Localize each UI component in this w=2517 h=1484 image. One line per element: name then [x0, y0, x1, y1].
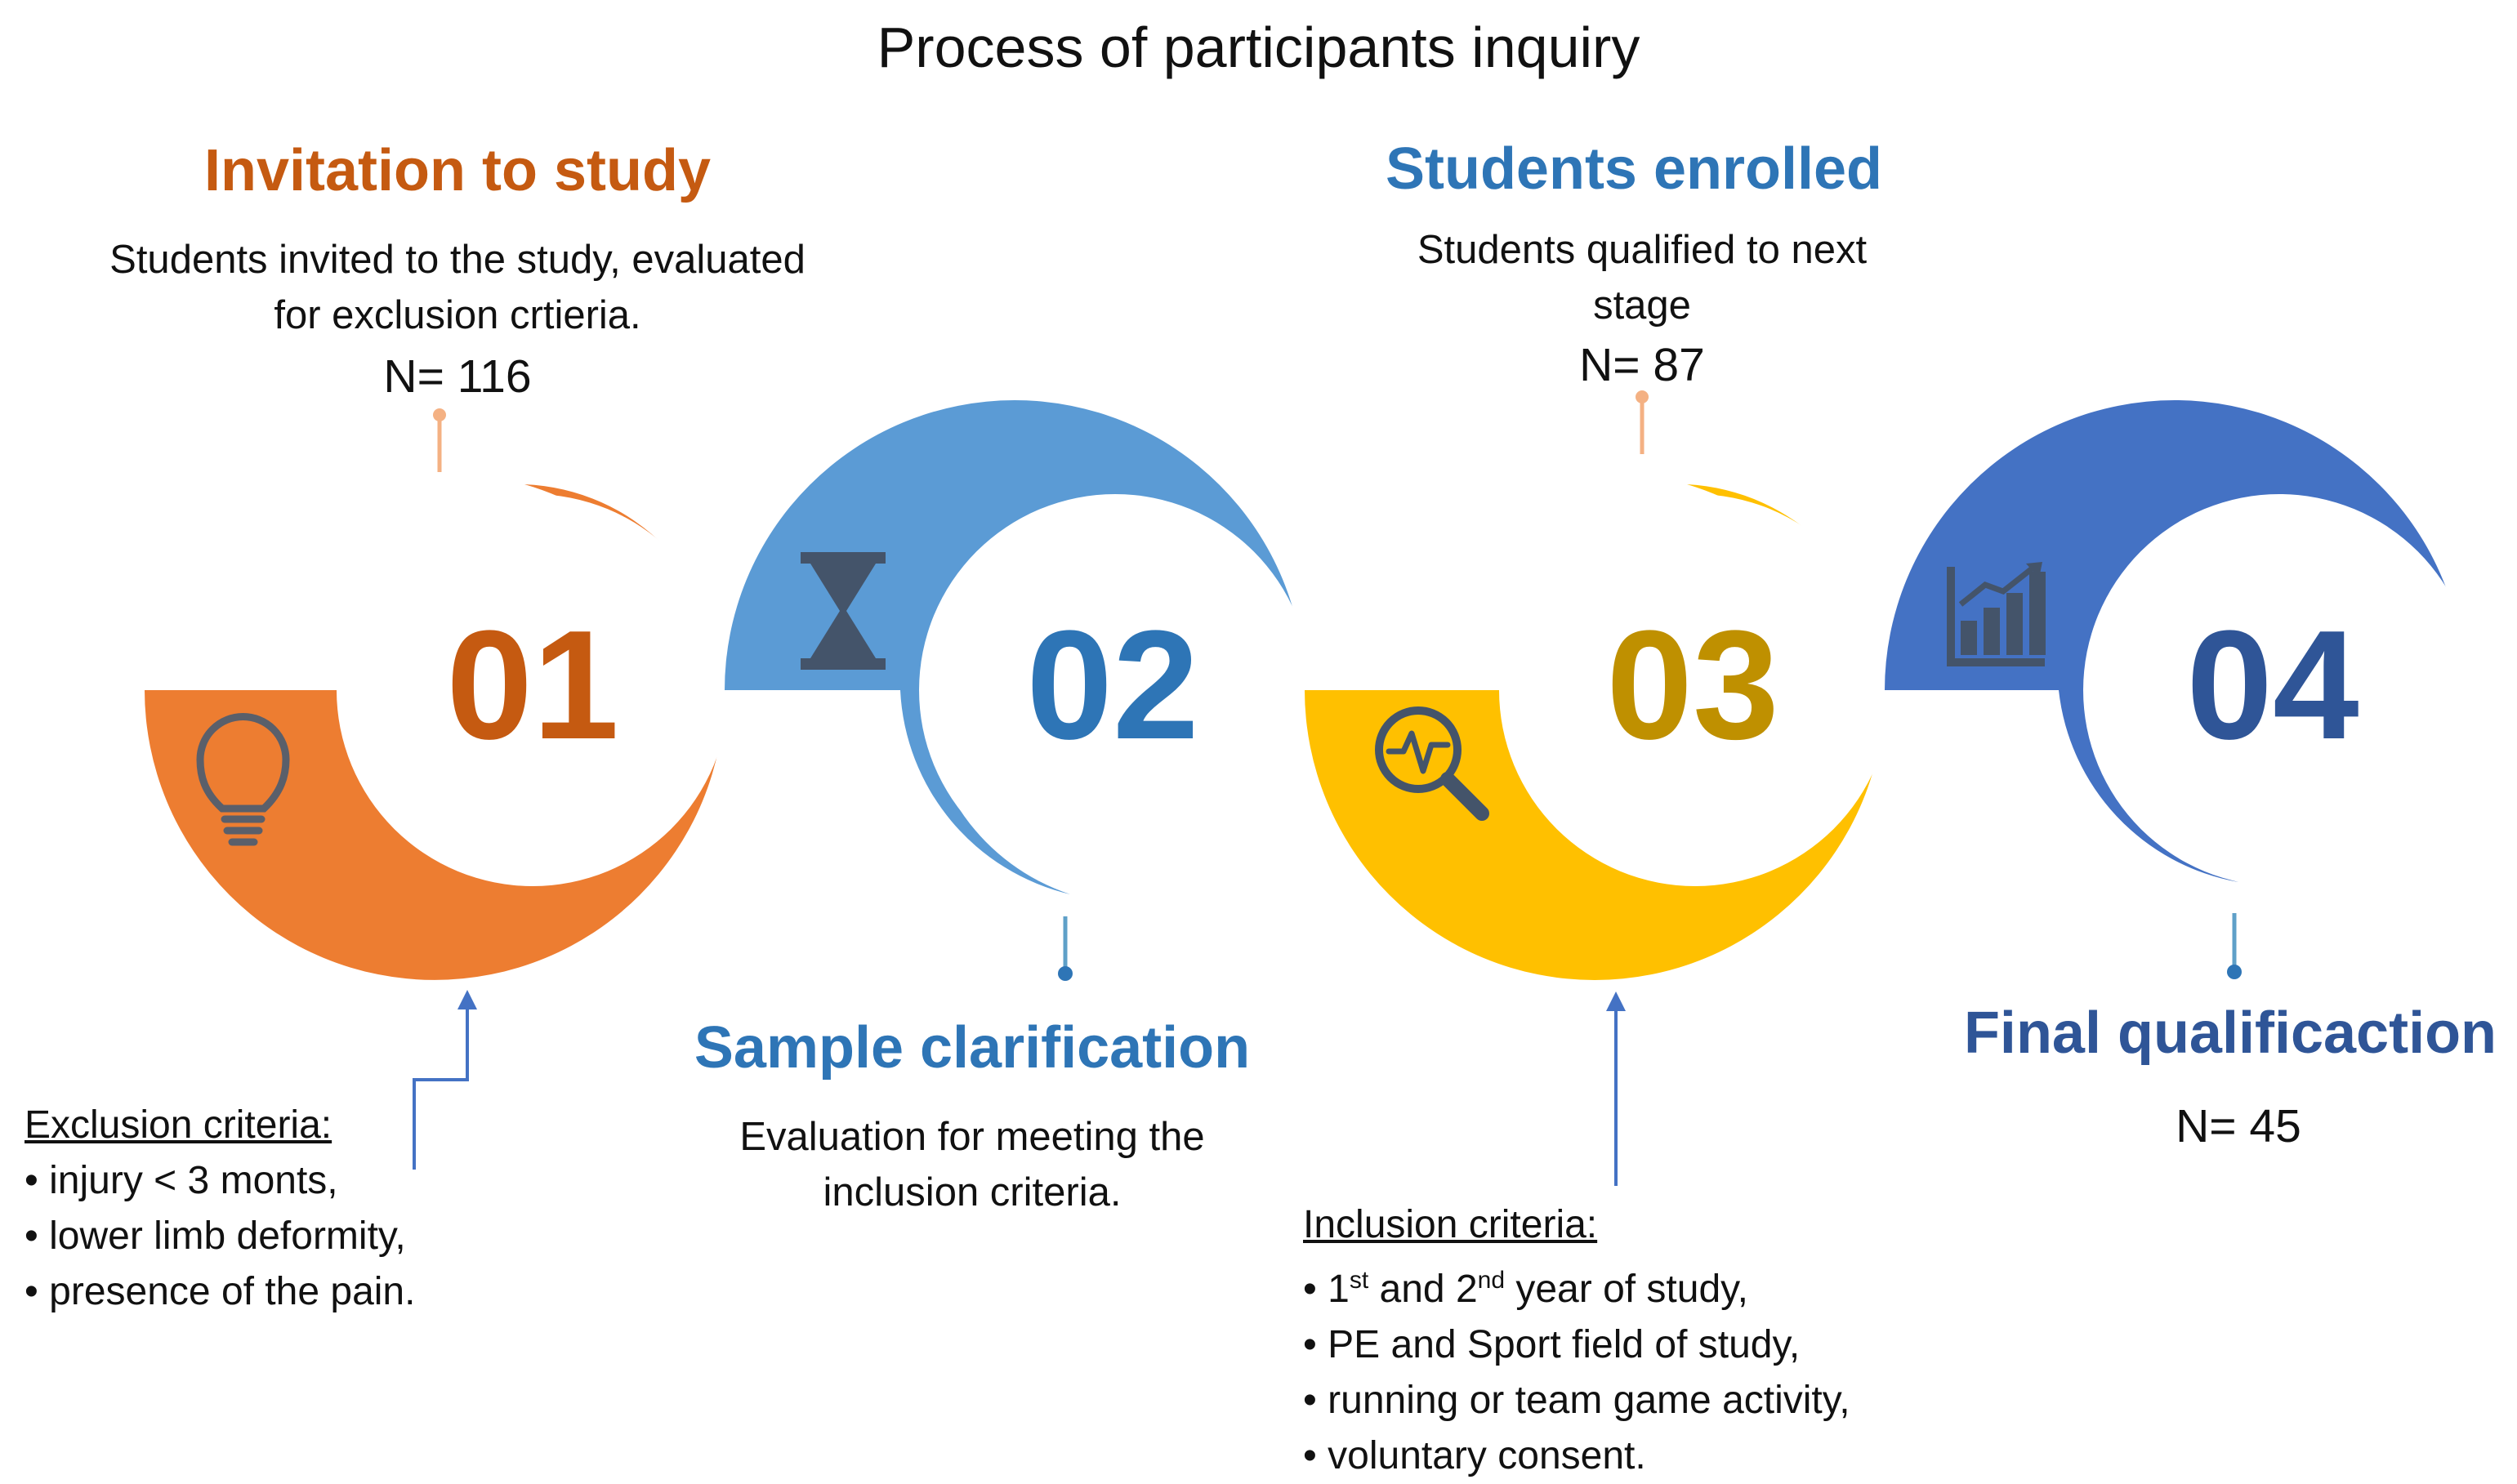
- step-03-heading: Students enrolled: [1385, 136, 1883, 202]
- hourglass-icon: [801, 552, 886, 670]
- pin-step-02: [1058, 916, 1073, 981]
- inclusion-criteria: Inclusion criteria: 1st and 2nd year of …: [1303, 1197, 1850, 1484]
- inclusion-item-text: and 2: [1368, 1268, 1478, 1311]
- step-01-description-line-2: for exclusion crtieria.: [274, 293, 641, 337]
- inclusion-item: PE and Sport field of study,: [1303, 1317, 1850, 1373]
- ordinal-suffix: st: [1349, 1267, 1369, 1294]
- pin-step-03: [1636, 390, 1649, 454]
- step-04-heading: Final qualificaction: [1963, 1000, 2497, 1066]
- step-01-hole: [337, 494, 729, 886]
- lightbulb-icon: [196, 713, 290, 846]
- ordinal-suffix: nd: [1477, 1267, 1506, 1294]
- pin-step-01: [433, 408, 446, 472]
- step-01-description-line-1: Students invited to the study, evaluated: [109, 238, 806, 282]
- step-02-number: 02: [1026, 599, 1199, 772]
- bar-chart-icon: [1947, 562, 2046, 666]
- exclusion-item: injury < 3 monts,: [25, 1153, 415, 1209]
- step-03-number: 03: [1606, 599, 1779, 772]
- step-04-number: 04: [2186, 599, 2359, 772]
- step-04-hole: [2083, 494, 2475, 886]
- inclusion-item-text: year of study,: [1505, 1268, 1748, 1311]
- exclusion-criteria-heading: Exclusion criteria:: [25, 1103, 332, 1147]
- step-03-description-line-1: Students qualified to next: [1417, 228, 1868, 272]
- step-02-heading: Sample clarification: [694, 1015, 1251, 1081]
- inclusion-item: 1st and 2nd year of study,: [1303, 1253, 1850, 1317]
- step-03-n-value: N= 87: [1579, 339, 1705, 391]
- pin-step-04: [2227, 913, 2242, 979]
- magnifier-pulse-icon: [1375, 706, 1489, 821]
- step-03-hole: [1499, 494, 1891, 886]
- exclusion-arrow: [413, 990, 477, 1170]
- diagram-title: Process of participants inquiry: [877, 16, 1640, 79]
- step-01-number: 01: [446, 599, 619, 772]
- step-02-description-line-2: inclusion criteria.: [823, 1170, 1122, 1214]
- step-01-heading: Invitation to study: [204, 138, 711, 203]
- step-04-n-value: N= 45: [2176, 1100, 2301, 1152]
- step-01-n-value: N= 116: [383, 350, 532, 403]
- step-03-description-line-2: stage: [1593, 283, 1691, 328]
- exclusion-item: presence of the pain.: [25, 1264, 415, 1320]
- inclusion-item: voluntary consent.: [1303, 1428, 1850, 1484]
- step-02-description-line-1: Evaluation for meeting the: [739, 1115, 1205, 1159]
- exclusion-criteria: Exclusion criteria: injury < 3 monts, lo…: [25, 1098, 415, 1320]
- inclusion-arrow: [1606, 992, 1626, 1186]
- inclusion-criteria-heading: Inclusion criteria:: [1303, 1203, 1598, 1246]
- inclusion-item: running or team game activity,: [1303, 1373, 1850, 1428]
- step-02-hole: [919, 494, 1311, 886]
- exclusion-item: lower limb deformity,: [25, 1209, 415, 1264]
- inclusion-item-text: 1: [1328, 1268, 1350, 1311]
